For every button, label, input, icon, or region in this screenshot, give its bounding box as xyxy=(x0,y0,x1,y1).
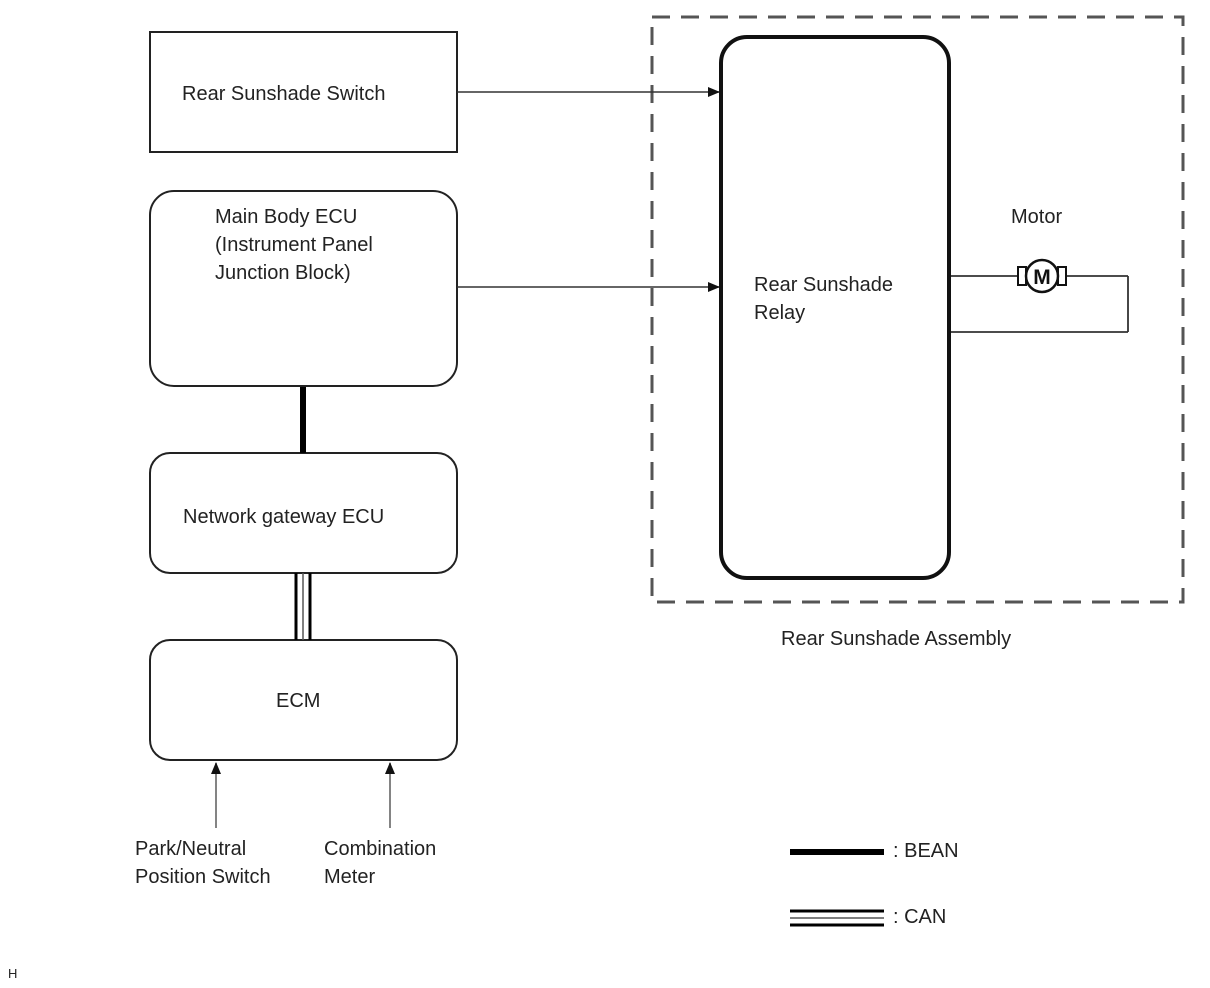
rear-sunshade-switch-box xyxy=(149,31,458,153)
rear-sunshade-relay-box xyxy=(719,35,951,580)
ecm-label: ECM xyxy=(276,690,321,712)
motor-label: Motor xyxy=(1011,206,1063,228)
main-body-ecu-box xyxy=(149,190,458,387)
legend-can-line xyxy=(790,909,884,927)
rear-sunshade-assembly-label: Rear Sunshade Assembly xyxy=(781,628,1012,650)
can-connection-line xyxy=(294,573,312,640)
motor-wiring xyxy=(951,275,1129,333)
combination-meter-label: Combination Meter xyxy=(324,838,437,888)
rear-sunshade-switch-label: Rear Sunshade Switch xyxy=(182,83,386,105)
main-body-ecu-label: Main Body ECU (Instrument Panel Junction… xyxy=(215,206,373,284)
legend-can-label: : CAN xyxy=(893,906,947,928)
corner-mark: H xyxy=(8,966,18,981)
network-gateway-ecu-label: Network gateway ECU xyxy=(183,506,385,528)
rear-sunshade-relay-label: Rear Sunshade Relay xyxy=(754,274,893,324)
motor-icon: M xyxy=(1017,258,1067,294)
legend-bean-label: : BEAN xyxy=(893,840,959,862)
motor-symbol-letter: M xyxy=(1033,266,1051,289)
park-neutral-switch-label: Park/Neutral Position Switch xyxy=(135,838,271,888)
rear-sunshade-assembly-boundary xyxy=(650,15,1185,604)
